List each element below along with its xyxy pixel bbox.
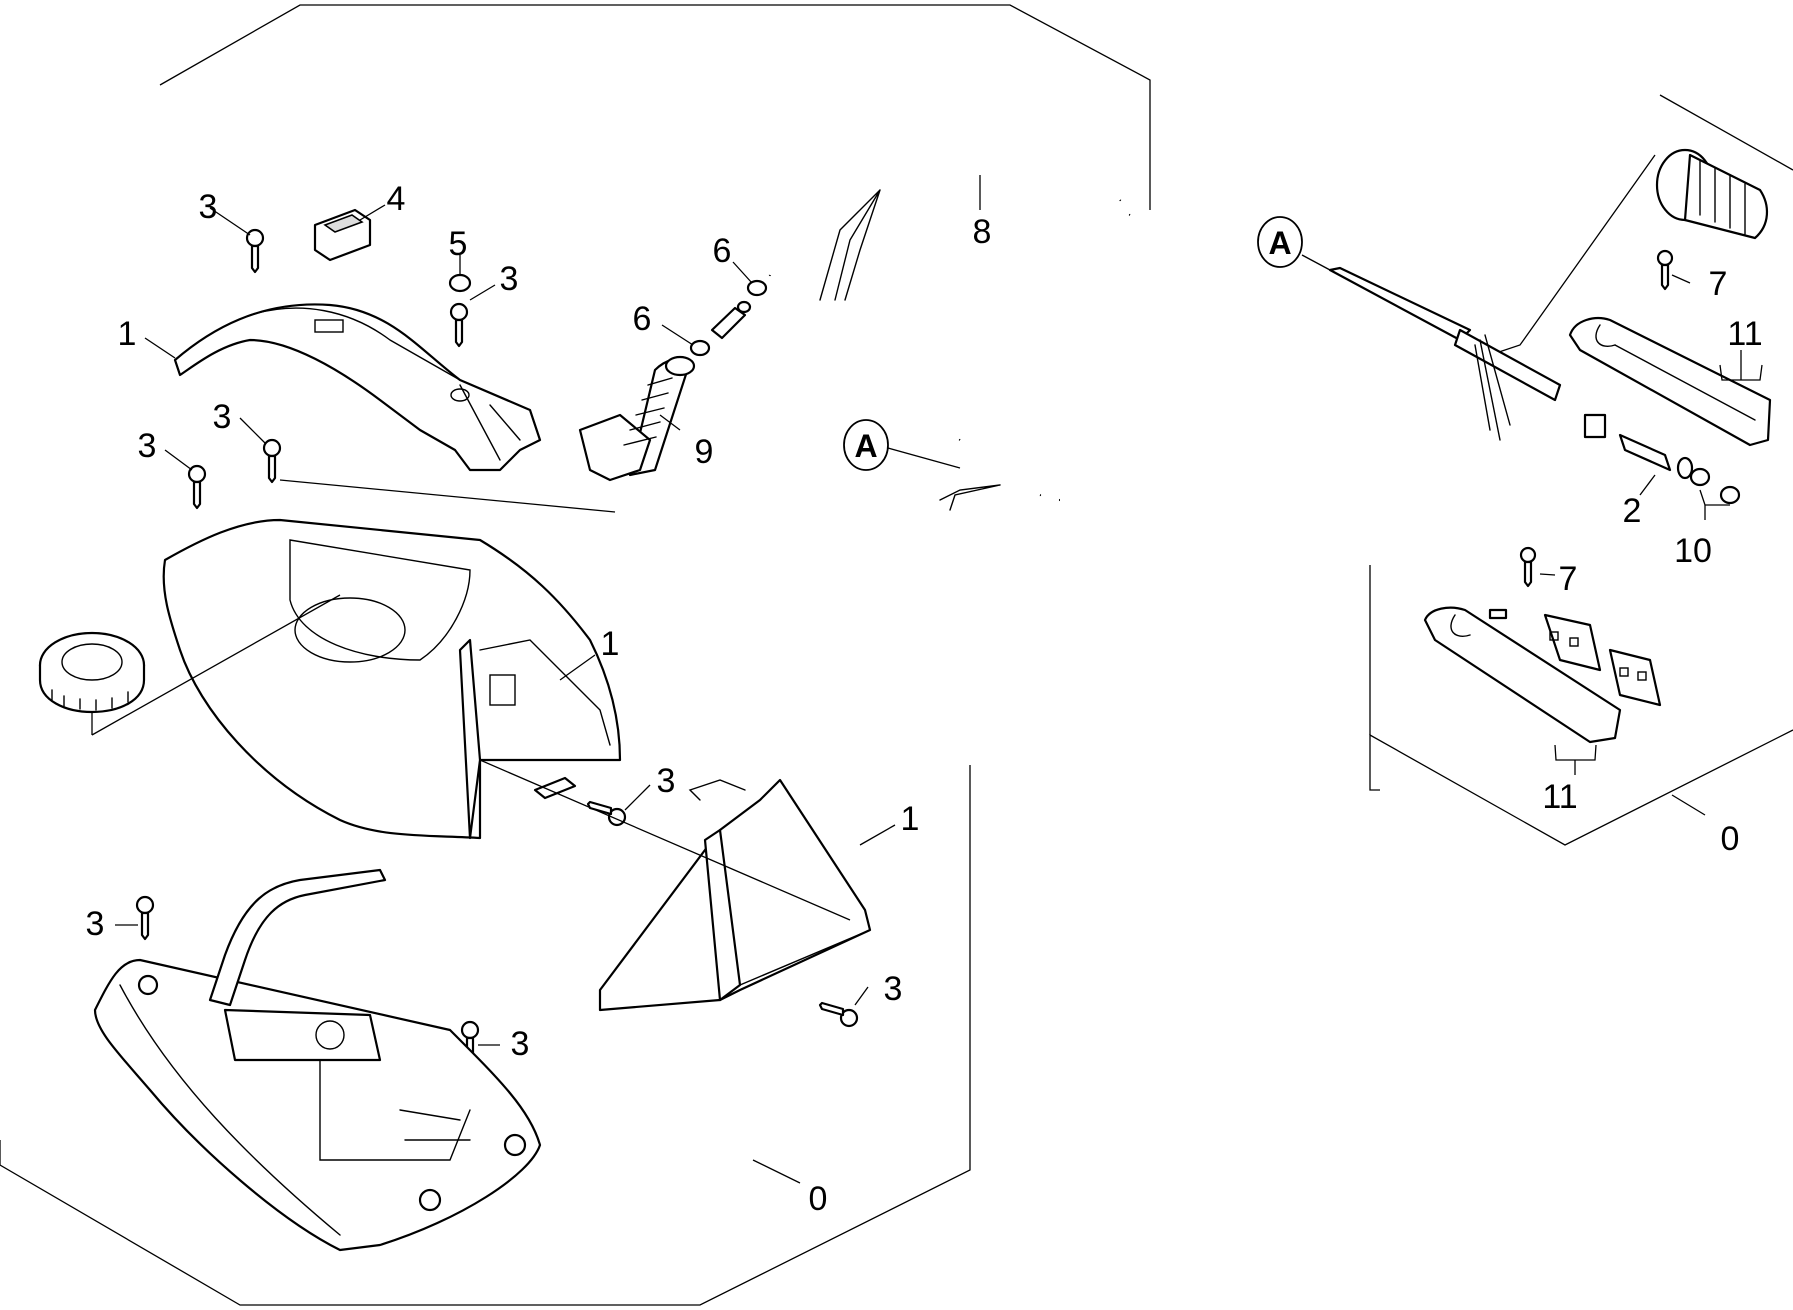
screw <box>262 438 282 484</box>
steam-hose <box>762 146 1259 511</box>
plug-housing-lower <box>1423 606 1662 744</box>
insulating-sleeve <box>1583 413 1607 439</box>
callout-a-2: A <box>1257 216 1331 271</box>
iron-stand <box>598 778 872 1012</box>
power-cable <box>1328 266 1562 441</box>
screw <box>449 302 469 348</box>
cable-sleeve <box>578 355 696 482</box>
part-number-label: 0 <box>1721 820 1740 858</box>
cable-grommet <box>1655 148 1768 240</box>
part-number-label: 6 <box>713 232 732 270</box>
part-number-label: 3 <box>657 762 676 800</box>
screw <box>135 895 155 941</box>
part-number-label: 6 <box>633 300 652 338</box>
svg-text:A: A <box>854 428 877 464</box>
part-number-label: 9 <box>695 433 714 471</box>
screw <box>1519 546 1537 588</box>
part-number-label: 3 <box>884 970 903 1008</box>
screw <box>818 1001 859 1028</box>
screw <box>187 464 207 510</box>
part-number-label: 3 <box>199 188 218 226</box>
part-number-label: 7 <box>1709 265 1728 303</box>
svg-text:A: A <box>1268 225 1291 261</box>
part-number-label: 1 <box>601 625 620 663</box>
o-ring <box>1719 485 1741 505</box>
part-number-label: 5 <box>449 225 468 263</box>
part-number-label: 7 <box>1559 560 1578 598</box>
bracket <box>533 776 577 800</box>
main-assembly-frame <box>159 4 1151 210</box>
screw <box>1656 249 1674 291</box>
screw <box>586 800 627 827</box>
part-number-label: 0 <box>809 1180 828 1218</box>
screw <box>245 228 265 274</box>
part-number-label: 3 <box>138 427 157 465</box>
part-number-label: 11 <box>1542 778 1577 816</box>
plug-pin <box>1618 433 1672 472</box>
part-number-label: 8 <box>973 213 992 251</box>
soleplate-hose <box>208 868 387 1007</box>
part-number-label: 10 <box>1674 532 1712 570</box>
rocker-switch <box>313 208 372 262</box>
part-number-label: 1 <box>901 800 920 838</box>
soleplate <box>93 958 542 1252</box>
hose-clamp <box>746 279 768 297</box>
main-assembly-frame-lower <box>0 765 971 1306</box>
base-housing <box>162 518 622 840</box>
part-number-label: 1 <box>118 315 137 353</box>
handle-cover <box>173 303 542 472</box>
part-number-label: 3 <box>213 398 232 436</box>
part-number-label: 4 <box>387 180 406 218</box>
part-number-label: 11 <box>1727 315 1762 353</box>
cap <box>448 273 472 293</box>
part-number-label: 2 <box>1623 492 1642 530</box>
filler-cap <box>38 631 146 714</box>
part-number-label: 3 <box>86 905 105 943</box>
plug-housing-upper <box>1568 317 1772 447</box>
accessory-frame-top <box>1659 94 1793 171</box>
part-number-label: 3 <box>500 260 519 298</box>
o-ring <box>1689 467 1711 487</box>
callout-a-1: A <box>843 419 961 471</box>
part-number-label: 3 <box>511 1025 530 1063</box>
hose-clamp <box>689 339 711 357</box>
hose-connector <box>710 306 747 340</box>
